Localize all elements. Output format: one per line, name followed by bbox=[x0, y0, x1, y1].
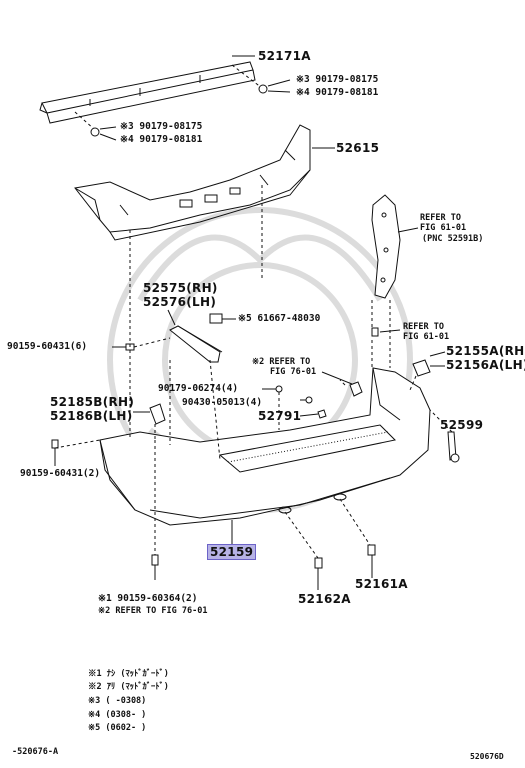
part-90159-60431-2[interactable]: 90159-60431(2) bbox=[20, 468, 101, 479]
callout-bot-1: ※1 90159-60364(2) bbox=[98, 593, 198, 604]
part-52576[interactable]: 52576(LH) bbox=[143, 295, 217, 309]
footer-right-code: 520676D bbox=[470, 752, 504, 761]
part-52186B[interactable]: 52186B(LH) bbox=[50, 409, 133, 423]
callout-top-3: ※3 90179-08175 bbox=[296, 74, 379, 85]
pad-61667 bbox=[209, 313, 223, 324]
side-clip bbox=[149, 403, 166, 425]
bumper-cover bbox=[99, 367, 431, 526]
energy-absorber bbox=[74, 124, 311, 241]
ref1-line-a: REFER TO bbox=[420, 213, 461, 223]
ref1-line-b: FIG 61-01 bbox=[420, 223, 467, 233]
nut-top-left bbox=[90, 127, 100, 137]
ref3-line-b: FIG 76-01 bbox=[270, 367, 317, 377]
callout-bot-2: ※2 REFER TO FIG 76-01 bbox=[98, 606, 208, 616]
callout-mid-4: ※4 90179-08181 bbox=[120, 134, 203, 145]
part-52159-highlighted[interactable]: 52159 bbox=[207, 544, 257, 560]
ref2-line-b: FIG 61-01 bbox=[403, 332, 450, 342]
nut-top-right bbox=[258, 84, 268, 94]
part-52575[interactable]: 52575(RH) bbox=[143, 281, 218, 295]
part-90159-60431-6[interactable]: 90159-60431(6) bbox=[7, 341, 88, 352]
reinforcement-bar bbox=[39, 61, 256, 124]
part-52791[interactable]: 52791 bbox=[258, 409, 302, 423]
legend-item: ※2 ｱﾘ (ﾏｯﾄﾞｶﾞｰﾄﾞ) bbox=[88, 682, 169, 692]
part-52155A[interactable]: 52155A(RH) bbox=[446, 344, 525, 358]
legend-item: ※3 ( -0308) bbox=[88, 696, 147, 706]
part-52599[interactable]: 52599 bbox=[440, 418, 484, 432]
callout-mid-3: ※3 90179-08175 bbox=[120, 121, 203, 132]
part-52161A[interactable]: 52161A bbox=[355, 577, 408, 591]
footer-left-code: -520676-A bbox=[12, 747, 59, 757]
part-90430-05013[interactable]: 90430-05013(4) bbox=[182, 397, 263, 408]
legend-item: ※4 (0308- ) bbox=[88, 710, 147, 720]
legend-item: ※5 (0602- ) bbox=[88, 723, 147, 733]
part-52615[interactable]: 52615 bbox=[336, 141, 380, 155]
assembly-lines bbox=[54, 185, 453, 559]
part-52156A[interactable]: 52156A(LH) bbox=[446, 358, 525, 372]
callout-top-4: ※4 90179-08181 bbox=[296, 87, 379, 98]
part-61667[interactable]: ※5 61667-48030 bbox=[238, 313, 321, 324]
part-90179-06274[interactable]: 90179-06274(4) bbox=[158, 383, 239, 394]
part-52185B[interactable]: 52185B(RH) bbox=[50, 395, 135, 409]
side-bracket bbox=[371, 194, 401, 299]
part-52171A[interactable]: 52171A bbox=[258, 49, 311, 63]
bumper-retainer bbox=[169, 325, 223, 363]
legend-item: ※1 ﾅｼ (ﾏｯﾄﾞｶﾞｰﾄﾞ) bbox=[88, 669, 169, 679]
part-52162A[interactable]: 52162A bbox=[298, 592, 351, 606]
ref2-line-a: REFER TO bbox=[403, 322, 444, 332]
ref1-line-c: (PNC 52591B) bbox=[422, 234, 484, 244]
ref3-line-a: ※2 REFER TO bbox=[252, 357, 311, 367]
